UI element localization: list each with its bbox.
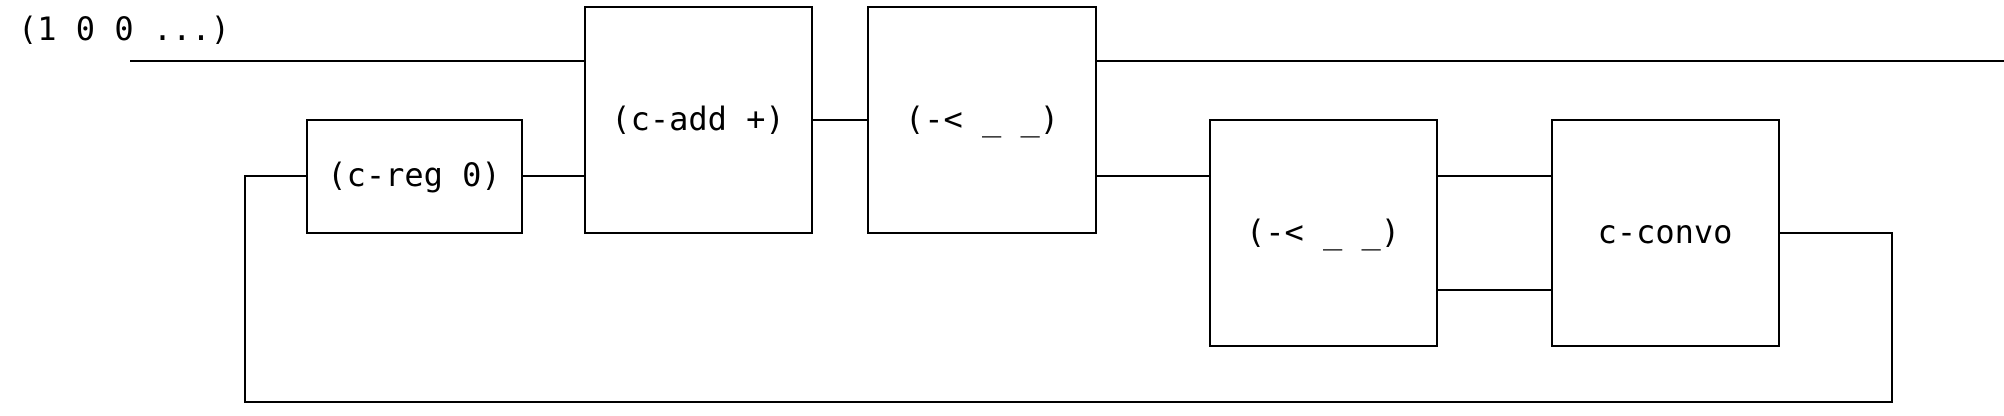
c-add-label: (c-add +) [611,100,784,138]
splitter-top-label: (-< _ _) [905,100,1059,138]
c-reg-block: (c-reg 0) [306,119,523,234]
c-reg-box [306,119,523,234]
feedback-wire [244,175,1893,403]
splitter-bottom-box [1209,119,1438,347]
wires [130,60,2004,403]
splitter-top-block: (-< _ _) [867,6,1097,234]
input-stream-label: (1 0 0 ...) [18,10,230,48]
splitter-bottom-label: (-< _ _) [1246,213,1400,251]
c-convo-block: c-convo [1551,119,1780,347]
splitter-top-box [867,6,1097,234]
c-add-block: (c-add +) [584,6,813,234]
c-convo-box [1551,119,1780,347]
c-add-box [584,6,813,234]
c-convo-label: c-convo [1598,213,1733,251]
c-reg-label: (c-reg 0) [327,156,500,194]
splitter-bottom-block: (-< _ _) [1209,119,1438,347]
